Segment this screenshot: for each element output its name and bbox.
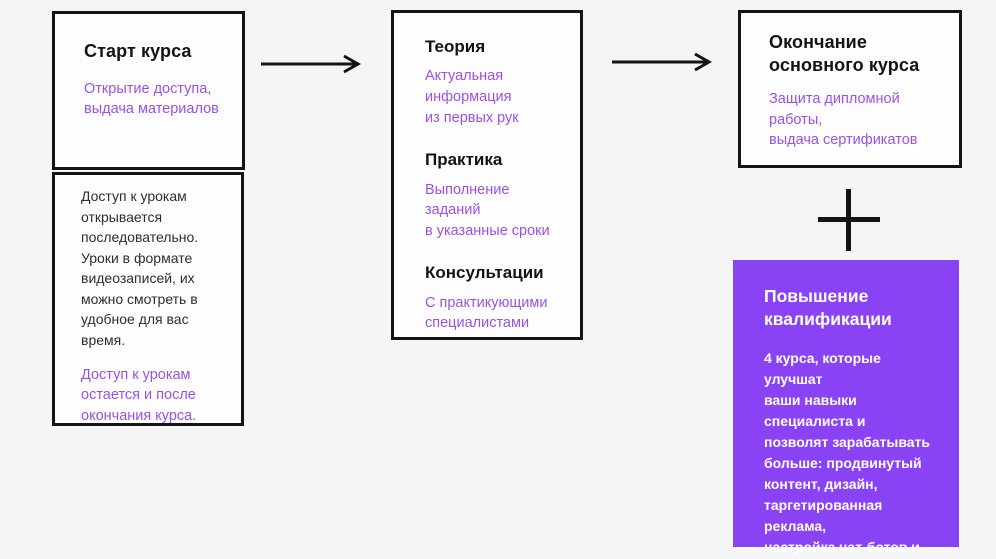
- theory-desc: Актуальная информация из первых рук: [425, 68, 519, 126]
- qualification-upgrade-box: Повышение квалификации 4 курса, которые …: [733, 260, 959, 555]
- consultations-desc: С практикующими специалистами: [425, 294, 548, 332]
- qualification-upgrade-body: 4 курса, которые улучшат ваши навыки спе…: [764, 349, 931, 555]
- start-course-subtitle: Открытие доступа, выдача материалов: [84, 80, 219, 118]
- program-section-practice: Практика Выполнение заданий в указанные …: [425, 150, 564, 241]
- consultations-title: Консультации: [425, 263, 544, 283]
- lesson-access-note: Доступ к урокам остается и после окончан…: [81, 366, 197, 424]
- program-section-theory: Теория Актуальная информация из первых р…: [425, 37, 564, 128]
- course-end-box: Окончание основного курса Защита дипломн…: [738, 10, 962, 168]
- plus-horizontal-bar: [818, 217, 880, 222]
- start-course-box: Старт курса Открытие доступа, выдача мат…: [52, 11, 245, 170]
- program-box: Теория Актуальная информация из первых р…: [391, 10, 583, 340]
- lesson-access-text: Доступ к урокам открывается последовател…: [81, 188, 199, 349]
- lesson-access-box: Доступ к урокам открывается последовател…: [52, 172, 244, 426]
- course-end-subtitle: Защита дипломной работы, выдача сертифик…: [769, 91, 918, 149]
- program-section-consultations: Консультации С практикующими специалиста…: [425, 263, 564, 334]
- arrow-right-icon: [259, 54, 362, 74]
- practice-title: Практика: [425, 150, 503, 170]
- theory-title: Теория: [425, 37, 486, 56]
- practice-desc: Выполнение заданий в указанные сроки: [425, 181, 550, 239]
- course-end-title: Окончание основного курса: [769, 32, 920, 75]
- start-course-title: Старт курса: [84, 41, 192, 61]
- qualification-upgrade-title: Повышение квалификации: [764, 286, 892, 329]
- plus-icon: [818, 189, 880, 251]
- arrow-right-icon: [610, 52, 713, 72]
